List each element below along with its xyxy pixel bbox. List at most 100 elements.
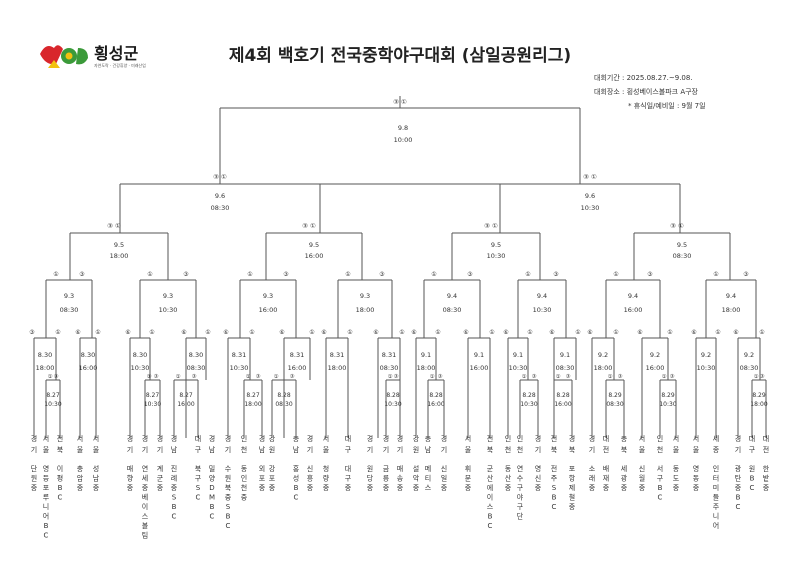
team-region: 서 [323, 434, 329, 443]
team-region: 천 [657, 445, 663, 454]
team-name: B [294, 484, 299, 492]
match-time: 18:00 [722, 306, 741, 314]
match-seed-circle: ① [613, 271, 618, 278]
match-date: 9.1 [421, 351, 431, 359]
team-region: 울 [93, 446, 100, 454]
match-time: 18:00 [36, 364, 55, 372]
team-name: 주 [551, 475, 558, 483]
match-time: 16:00 [646, 364, 665, 372]
match-date: 9.1 [560, 351, 570, 359]
team-name: S [552, 484, 557, 492]
team-name: 중 [603, 484, 610, 492]
match-time: 16:00 [554, 401, 571, 408]
match-time: 16:00 [624, 306, 643, 314]
team-name: 대 [345, 465, 351, 473]
match-time: 16:00 [470, 364, 489, 372]
team-name: 구 [345, 475, 352, 483]
match-seed-circles: ③ ① [393, 98, 407, 106]
match-seed-circle: ① [525, 271, 530, 278]
team-region: 경 [31, 434, 37, 443]
team-name: 성 [93, 464, 99, 473]
match-seed-circle: ① [667, 329, 672, 336]
team-name: 이 [142, 502, 148, 511]
team-name: 배 [603, 464, 609, 473]
match-date: 8.29 [608, 392, 622, 399]
match-date: 8.30 [189, 351, 203, 359]
team-name: 팀 [142, 532, 148, 540]
team-name: 인 [713, 464, 719, 473]
team-name: 원 [225, 474, 231, 483]
team-name: 스 [487, 503, 494, 511]
match-seed-circle: ③ [283, 271, 288, 278]
match-seed-circle: ① [662, 374, 667, 380]
match-seed-circle: ① [715, 329, 720, 336]
team-name: 계 [157, 464, 163, 473]
team-region: 천 [241, 445, 247, 454]
match-seed-circle: ⑥ [733, 329, 738, 336]
team-name: 중 [142, 484, 149, 492]
match-seed-circle: ③ [29, 329, 34, 336]
team-name: 중 [465, 484, 472, 492]
match-seed-circle: ① [347, 329, 352, 336]
team-region: 서 [93, 434, 99, 443]
team-name: 구 [195, 475, 202, 483]
team-name: 중 [693, 484, 700, 492]
hoengseong-mark-icon [40, 45, 88, 68]
match-date: 9.5 [677, 241, 687, 249]
team-region: 서 [77, 434, 83, 443]
match-seed-circle: ① [53, 271, 58, 278]
match-time: 10:30 [697, 364, 716, 372]
team-name: C [736, 503, 741, 511]
match-date: 9.3 [360, 292, 370, 300]
match-seed-circle: ① [556, 374, 561, 380]
team-region: 서 [639, 434, 645, 443]
team-name: 메 [425, 465, 431, 473]
team-region: 구 [195, 446, 202, 454]
match-date: 9.3 [263, 292, 273, 300]
team-region: 울 [639, 446, 646, 454]
match-seed-circle: ① [431, 271, 436, 278]
team-region: 경 [367, 434, 373, 443]
match-seed-circle: ① [274, 374, 279, 380]
team-name: B [210, 503, 215, 511]
match-date: 9.3 [163, 292, 173, 300]
match-date: 8.29 [752, 392, 766, 399]
team-region: 전 [551, 434, 557, 443]
team-name: 량 [323, 475, 330, 483]
team-region: 구 [749, 446, 756, 454]
page-title: 제4회 백호기 전국중학야구대회 (삼일공원리그) [228, 46, 572, 66]
team-region: 남 [425, 445, 432, 454]
match-seed-circle: ⑥ [587, 329, 592, 336]
team-name: 미 [713, 483, 719, 492]
team-name: 중 [673, 484, 680, 492]
team-name: B [488, 513, 493, 521]
match-time: 16:00 [259, 306, 278, 314]
match-seed-circle: ⑥ [75, 329, 80, 336]
match-seed-circle: ① [608, 374, 613, 380]
team-region: 세 [713, 434, 719, 443]
team-region: 인 [657, 434, 663, 443]
team-region: 경 [209, 434, 215, 443]
match-time: 08:30 [556, 364, 575, 372]
match-seed-circle: ⑥ [223, 329, 228, 336]
match-time: 16:00 [79, 364, 98, 372]
match-time: 10:30 [520, 401, 537, 408]
team-name: S [226, 503, 231, 511]
team-name: 전 [551, 464, 557, 473]
team-name: 등 [43, 475, 50, 483]
match-date: 9.4 [726, 292, 736, 300]
team-name: C [210, 513, 215, 521]
team-region: 강 [269, 434, 276, 443]
team-name: 밭 [763, 474, 770, 483]
team-name: 성 [293, 474, 299, 483]
team-name: 중 [569, 503, 576, 511]
match-seed-circles: ③ ① [213, 173, 227, 181]
match-time: 18:00 [356, 306, 375, 314]
match-seed-circles: ③ ① [302, 222, 316, 230]
team-region: 강 [413, 434, 420, 443]
team-name: 재 [603, 475, 609, 483]
team-name: 중 [441, 484, 448, 492]
match-date: 9.6 [585, 192, 595, 200]
team-region: 충 [293, 434, 300, 443]
team-name: 송 [397, 475, 404, 483]
